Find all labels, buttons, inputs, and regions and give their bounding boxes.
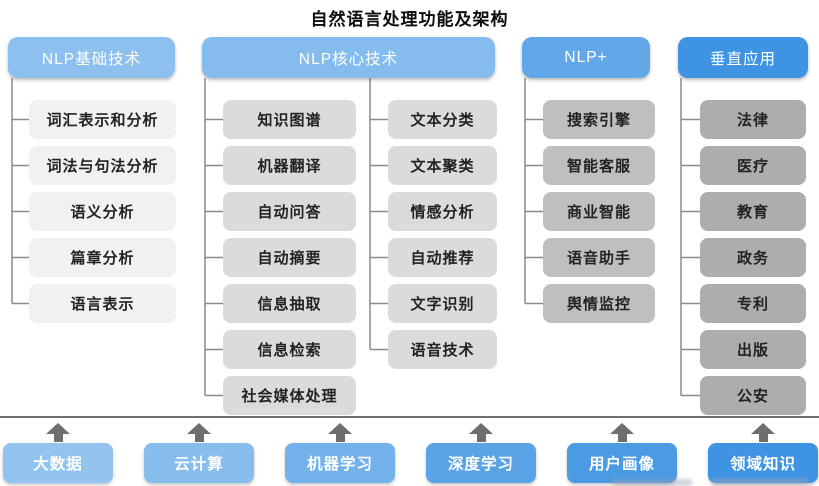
column-nlp-basic-tech: 词汇表示和分析 词法与句法分析 语义分析 篇章分析 语言表示 [29,100,176,323]
foundation-cloud-computing: 云计算 [144,443,254,483]
node-social-media-processing: 社会媒体处理 [223,376,356,415]
node-discourse-analysis: 篇章分析 [29,238,176,277]
foundation-divider-line [0,416,819,418]
column-nlp-core-left: 知识图谱 机器翻译 自动问答 自动摘要 信息抽取 信息检索 社会媒体处理 [223,100,356,415]
foundation-big-data: 大数据 [3,443,113,483]
foundation-machine-learning: 机器学习 [285,443,395,483]
up-arrow-icon [469,423,493,442]
diagram-title: 自然语言处理功能及架构 [310,10,509,29]
node-government: 政务 [700,238,806,277]
watermark-fragment [612,479,692,486]
header-nlp-core-tech: NLP核心技术 [202,37,495,78]
node-semantic-analysis: 语义分析 [29,192,176,231]
node-text-clustering: 文本聚类 [388,146,497,185]
up-arrow-icon [46,423,70,442]
header-vertical-apps: 垂直应用 [678,37,808,78]
node-business-intelligence: 商业智能 [543,192,655,231]
node-speech-technology: 语音技术 [388,330,497,369]
column-vertical-apps: 法律 医疗 教育 政务 专利 出版 公安 [700,100,806,415]
column-nlp-core-right: 文本分类 文本聚类 情感分析 自动推荐 文字识别 语音技术 [388,100,497,369]
foundation-domain-knowledge: 领域知识 [708,443,818,483]
watermark-fragment [712,478,808,486]
node-legal: 法律 [700,100,806,139]
foundation-deep-learning: 深度学习 [426,443,536,483]
node-information-extraction: 信息抽取 [223,284,356,323]
header-nlp-basic-tech: NLP基础技术 [8,37,175,78]
node-search-engine: 搜索引擎 [543,100,655,139]
up-arrow-icon [187,423,211,442]
node-smart-customer-service: 智能客服 [543,146,655,185]
node-language-representation: 语言表示 [29,284,176,323]
node-machine-translation: 机器翻译 [223,146,356,185]
header-nlp-plus: NLP+ [522,37,650,78]
node-information-retrieval: 信息检索 [223,330,356,369]
node-public-opinion-monitoring: 舆情监控 [543,284,655,323]
node-ocr: 文字识别 [388,284,497,323]
node-education: 教育 [700,192,806,231]
node-publishing: 出版 [700,330,806,369]
node-lexical-representation: 词汇表示和分析 [29,100,176,139]
node-morph-syntax-analysis: 词法与句法分析 [29,146,176,185]
column-nlp-plus: 搜索引擎 智能客服 商业智能 语音助手 舆情监控 [543,100,655,323]
node-auto-summarization: 自动摘要 [223,238,356,277]
foundation-user-profiling: 用户画像 [567,443,677,483]
node-medical: 医疗 [700,146,806,185]
node-knowledge-graph: 知识图谱 [223,100,356,139]
node-voice-assistant: 语音助手 [543,238,655,277]
node-patent: 专利 [700,284,806,323]
node-auto-qa: 自动问答 [223,192,356,231]
up-arrow-icon [751,423,775,442]
node-sentiment-analysis: 情感分析 [388,192,497,231]
node-public-security: 公安 [700,376,806,415]
node-text-classification: 文本分类 [388,100,497,139]
node-auto-recommendation: 自动推荐 [388,238,497,277]
up-arrow-icon [328,423,352,442]
up-arrow-icon [610,423,634,442]
